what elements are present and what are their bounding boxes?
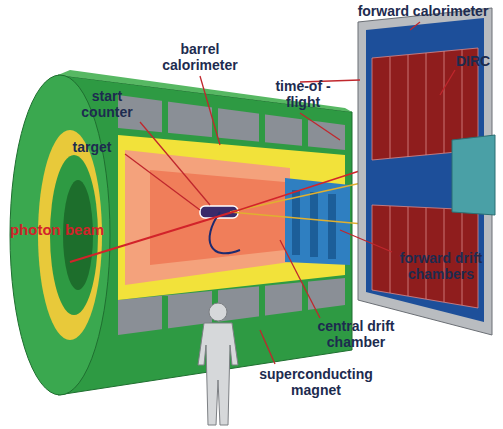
- part-label: forward calorimeter: [353, 3, 493, 19]
- beam-label: photon beam: [2, 222, 112, 238]
- part-label: DIRC: [448, 53, 498, 69]
- part-label: start counter: [72, 88, 142, 120]
- part-label: time-of -flight: [270, 78, 336, 110]
- part-label: forward drift chambers: [385, 250, 497, 282]
- part-label: barrel calorimeter: [150, 41, 250, 73]
- part-label: target: [60, 139, 124, 155]
- part-label: superconducting magnet: [250, 366, 382, 398]
- part-label: central drift chamber: [300, 318, 412, 350]
